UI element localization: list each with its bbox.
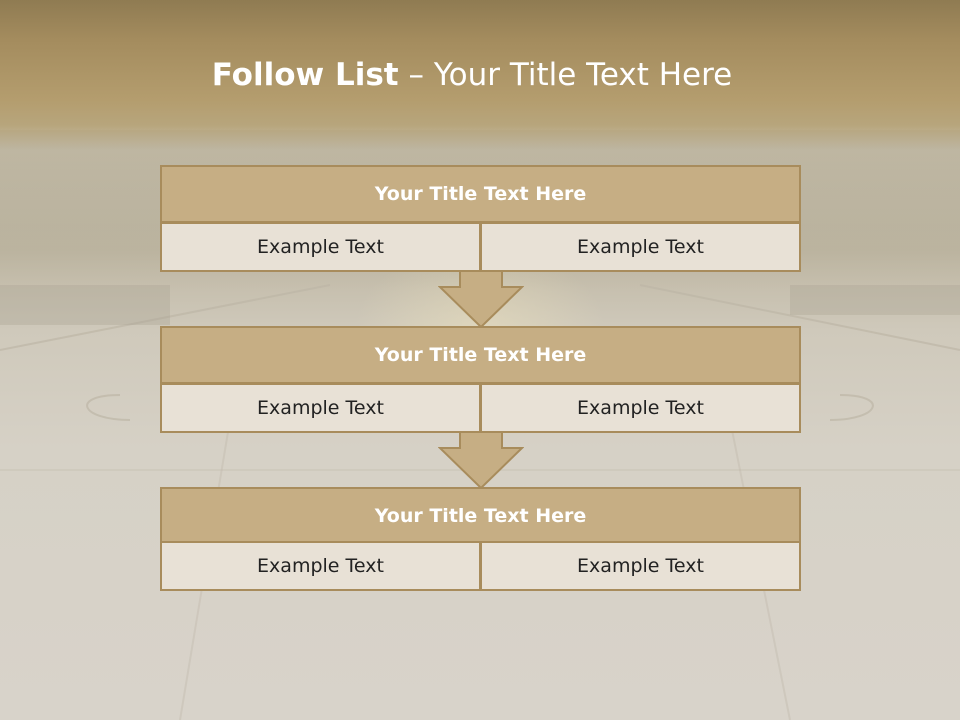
slide-title-bold: Follow List	[211, 57, 399, 93]
step-text-right: Example Text	[480, 222, 801, 272]
step-text-right: Example Text	[480, 541, 801, 591]
step-title: Your Title Text Here	[160, 326, 801, 384]
step-text-left: Example Text	[160, 222, 481, 272]
step-title: Your Title Text Here	[160, 165, 801, 223]
step-box-2: Your Title Text Here Example Text Exampl…	[160, 326, 801, 433]
down-arrow-icon	[438, 269, 524, 329]
slide-title: Follow List – Your Title Text Here	[0, 52, 944, 98]
slide-title-rest: – Your Title Text Here	[398, 57, 733, 93]
down-arrow-icon	[438, 430, 524, 490]
step-box-1: Your Title Text Here Example Text Exampl…	[160, 165, 801, 272]
step-text-left: Example Text	[160, 383, 481, 433]
title-band	[0, 0, 960, 150]
step-box-3: Your Title Text Here Example Text Exampl…	[160, 487, 801, 593]
step-text-right: Example Text	[480, 383, 801, 433]
step-text-left: Example Text	[160, 541, 481, 591]
step-title: Your Title Text Here	[160, 487, 801, 544]
